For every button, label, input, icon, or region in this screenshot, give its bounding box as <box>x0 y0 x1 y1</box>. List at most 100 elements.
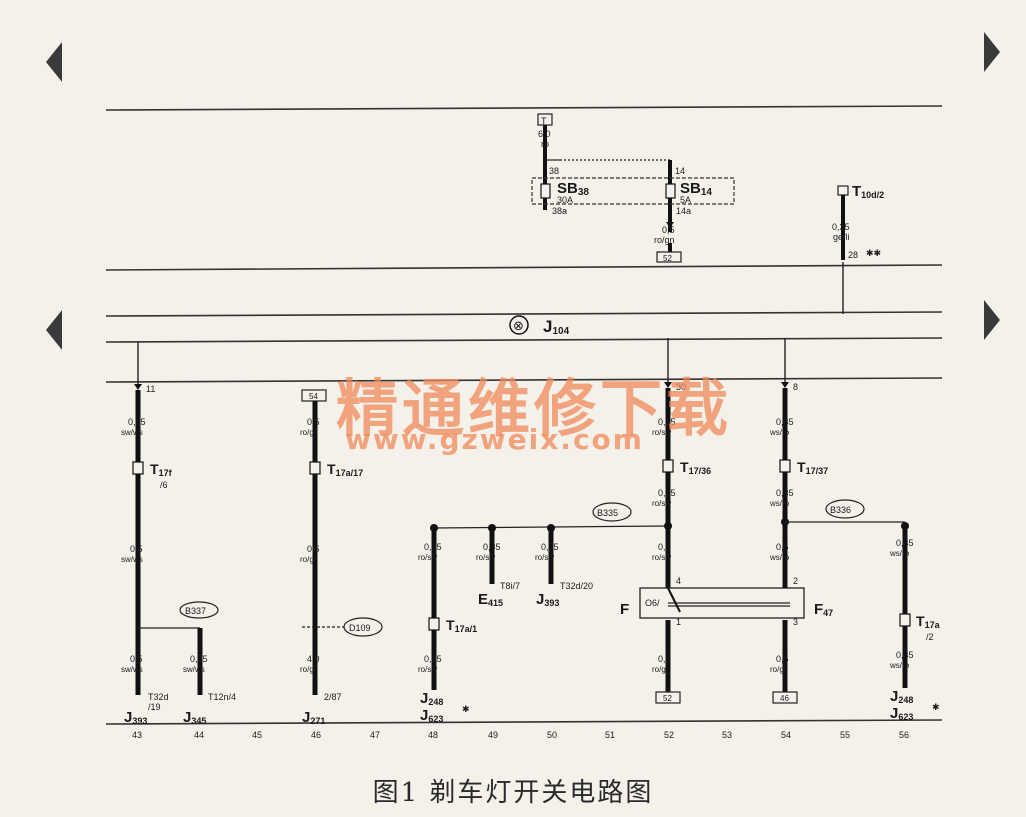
bus-line-3 <box>105 311 943 317</box>
comp-j393-a: J393 <box>124 709 147 726</box>
svg-text:0,35: 0,35 <box>424 654 442 664</box>
column-56: 0,35 ws/ro T17a /2 0,35 ws/ro J248 J623 … <box>889 522 941 722</box>
svg-text:4,0: 4,0 <box>307 654 320 664</box>
t10d-mark: ✱✱ <box>866 248 881 258</box>
grid-number: 53 <box>722 730 732 740</box>
node-b336: B336 <box>830 505 851 515</box>
grid-number: 52 <box>664 730 674 740</box>
svg-text:0,5: 0,5 <box>658 654 671 664</box>
conn-t17a-1: T17a/1 <box>446 617 477 634</box>
svg-text:0,35: 0,35 <box>483 542 501 552</box>
nav-next-arrow-top[interactable] <box>984 32 1000 72</box>
svg-text:ws/ro: ws/ro <box>769 553 790 562</box>
svg-text:11: 11 <box>146 384 155 394</box>
svg-text:/19: /19 <box>148 702 161 712</box>
dest-box-52: 52 <box>663 694 672 703</box>
svg-text:2/87: 2/87 <box>324 692 342 702</box>
t10d-pin: 28 <box>848 250 858 260</box>
svg-text:ws/ro: ws/ro <box>769 499 790 508</box>
svg-text:ro/sw: ro/sw <box>476 553 495 562</box>
comp-j623-a: J623 <box>420 707 443 724</box>
watermark-chinese: 精通维修下载 <box>336 372 733 445</box>
fuse-sb14-amp: 5A <box>680 195 691 205</box>
feed-term: T <box>541 116 547 126</box>
svg-text:4: 4 <box>676 576 681 586</box>
fuse-sb14-out: 14a <box>676 206 691 216</box>
sb14-wire-size: 0,5 <box>662 225 675 235</box>
svg-text:2: 2 <box>793 576 798 586</box>
svg-text:0,5: 0,5 <box>658 542 671 552</box>
comp-j393-b: J393 <box>536 591 559 608</box>
nav-prev-arrow-mid[interactable] <box>46 310 62 350</box>
grid-number: 49 <box>488 730 498 740</box>
switch-inner: O6/ <box>645 598 660 608</box>
svg-text:ro/sw: ro/sw <box>652 428 671 437</box>
svg-text:sw/ws: sw/ws <box>121 555 143 564</box>
bus-line-top <box>105 105 943 111</box>
column-50: 0,35 ro/sw T32d/20 J393 <box>535 524 593 608</box>
feed-color: ro <box>541 139 549 149</box>
grid-number: 50 <box>547 730 557 740</box>
svg-text:/2: /2 <box>926 632 934 642</box>
column-46: 54 0,5 ro/gr T17a/17 0,5 ro/gr D109 4,0 … <box>300 389 383 726</box>
ecu-label: J104 <box>543 317 570 337</box>
node-b337: B337 <box>185 606 206 616</box>
bus-line-4 <box>105 337 943 343</box>
column-44: B337 0,35 sw/ws T12n/4 J345 <box>179 601 236 726</box>
svg-text:0,5: 0,5 <box>130 654 143 664</box>
column-48: 0,35 ro/sw T17a/1 0,35 ro/sw J248 J623 ✱ <box>418 524 477 724</box>
svg-text:T8i/7: T8i/7 <box>500 581 520 591</box>
conn-t17-36: T17/36 <box>680 459 711 476</box>
svg-text:0,35: 0,35 <box>776 488 794 498</box>
svg-text:0,5: 0,5 <box>776 542 789 552</box>
svg-text:ro/sw: ro/sw <box>652 499 671 508</box>
comp-e415: E415 <box>478 591 503 608</box>
grid-number: 45 <box>252 730 262 740</box>
svg-text:0,35: 0,35 <box>190 654 208 664</box>
svg-text:0,5: 0,5 <box>307 544 320 554</box>
nav-prev-arrow-top[interactable] <box>46 42 62 82</box>
grid-number: 56 <box>899 730 909 740</box>
switch-label-f47: F47 <box>814 601 833 618</box>
t10d-color: ge/li <box>833 232 850 242</box>
svg-text:52: 52 <box>663 254 672 263</box>
svg-text:ro/sw: ro/sw <box>418 665 437 674</box>
svg-text:ro/gr: ro/gr <box>300 428 317 437</box>
ecu-icon <box>509 315 529 335</box>
bus-line-5 <box>105 377 943 383</box>
svg-text:0,5: 0,5 <box>130 544 143 554</box>
pin-38: 38 <box>549 166 559 176</box>
svg-text:T32d: T32d <box>148 692 169 702</box>
svg-text:0,35: 0,35 <box>658 488 676 498</box>
conn-t17-37: T17/37 <box>797 459 828 476</box>
t10d-branch: T10d/2 0,35 ge/li 28 ✱✱ <box>832 183 884 314</box>
svg-text:0,5: 0,5 <box>307 417 320 427</box>
comp-j271: J271 <box>302 709 325 726</box>
sb14-wire-color: ro/gn <box>654 235 675 245</box>
ecu-j104: ⊗ J104 <box>509 315 570 337</box>
top-feed: T 6,0 ro 38 14 SB38 30A SB14 5A 38a 14a … <box>531 113 735 263</box>
svg-text:ws/ro: ws/ro <box>889 549 910 558</box>
svg-text:ro/gr: ro/gr <box>300 665 317 674</box>
brake-switch-f47: O6/ F F47 <box>620 587 833 619</box>
svg-text:0,35: 0,35 <box>896 538 914 548</box>
svg-text:ws/ro: ws/ro <box>769 428 790 437</box>
column-49: 0,35 ro/sw T8i/7 E415 <box>476 524 520 608</box>
node-b335: B335 <box>597 508 618 518</box>
comp-j623-b: J623 <box>890 705 913 722</box>
node-d109: D109 <box>349 623 371 633</box>
figure-caption: 图1 剃车灯开关电路图 <box>372 778 654 808</box>
svg-text:T12n/4: T12n/4 <box>208 692 236 702</box>
fuse-sb14: SB14 <box>680 180 712 198</box>
svg-text:⊗: ⊗ <box>513 318 524 333</box>
svg-text:ro/sw: ro/sw <box>535 553 554 562</box>
svg-text:0,35: 0,35 <box>424 542 442 552</box>
svg-text:0,35: 0,35 <box>658 417 676 427</box>
nav-next-arrow-mid[interactable] <box>984 300 1000 340</box>
fuse-sb38-amp: 30A <box>557 195 573 205</box>
svg-text:✱: ✱ <box>462 704 470 714</box>
dest-box-54: 54 <box>309 392 318 401</box>
svg-text:8: 8 <box>793 382 798 392</box>
svg-text:sw/ws: sw/ws <box>121 428 143 437</box>
